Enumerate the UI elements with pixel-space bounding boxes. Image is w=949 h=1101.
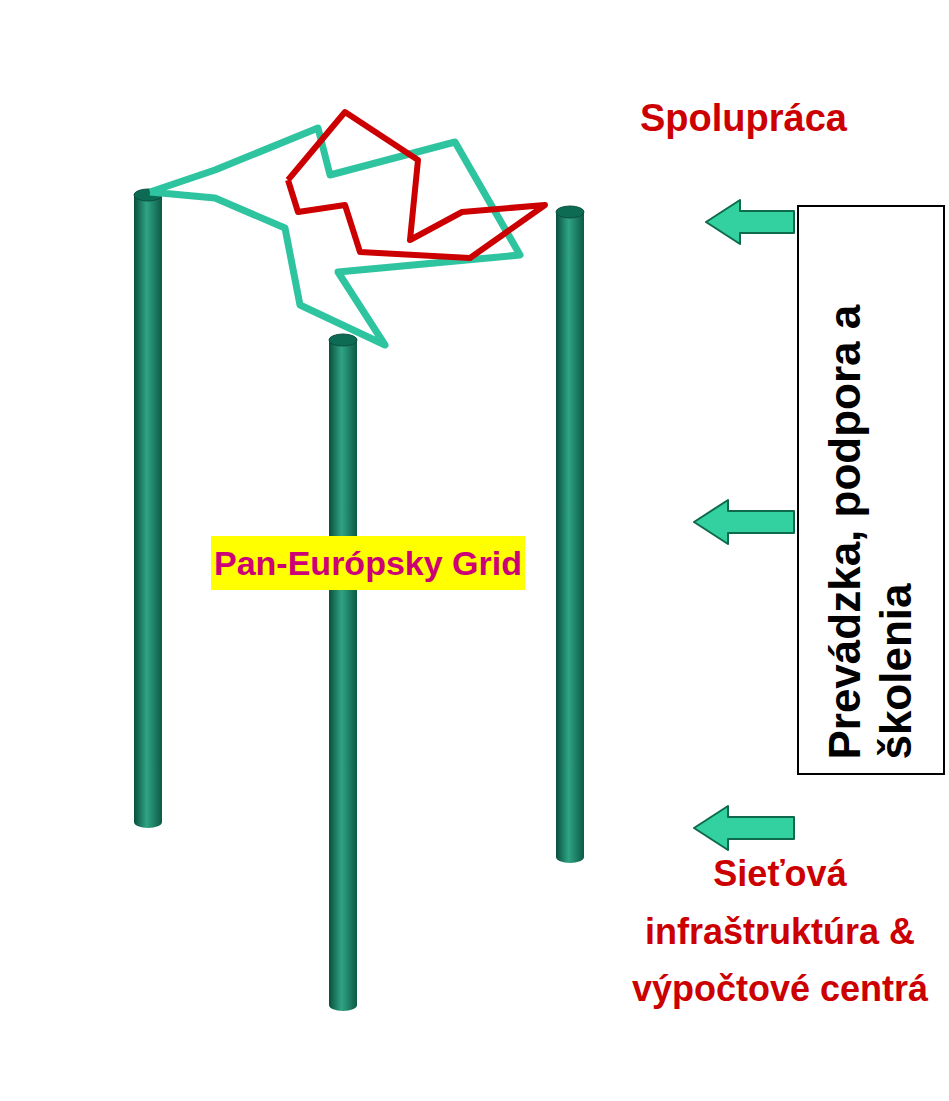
grid-line (263, 740, 586, 897)
grid-line (210, 83, 545, 293)
grid-line (153, 108, 486, 326)
grid-line (153, 677, 480, 929)
layer-label: Spolupráca (640, 88, 847, 149)
layer-label: Sieťová infraštruktúra & výpočtové centr… (630, 845, 930, 1018)
pillar-base (556, 851, 584, 863)
grid-line (40, 5, 380, 160)
block-arrow (706, 200, 794, 244)
pillar-base (134, 816, 162, 828)
plane-shape (20, 335, 690, 714)
grid-line (323, 589, 637, 855)
grid-line (40, 560, 380, 735)
map-sea (430, 100, 490, 175)
map-sea (560, 712, 610, 752)
layer-label: Pan-Európsky Grid (211, 536, 525, 590)
map-sea (430, 672, 490, 747)
map-land (128, 33, 725, 355)
grid-line (370, 190, 720, 395)
grid-line (40, 735, 375, 978)
grid-line (150, 67, 493, 239)
grid-line (210, 648, 533, 905)
map-land (198, 95, 252, 142)
map-land (198, 667, 252, 714)
plane-shape (40, 560, 690, 978)
pillar-group (134, 189, 584, 1011)
pillar-cap (556, 206, 584, 218)
grid-line (152, 650, 484, 816)
network-route (150, 128, 520, 345)
block-arrow (694, 806, 794, 850)
block-arrow (694, 500, 794, 544)
grid-line (40, 160, 370, 395)
grid-line (205, 98, 550, 278)
grid-line (319, 785, 638, 938)
pillar-cap (134, 189, 162, 201)
grid-line (97, 134, 429, 361)
grid-line (267, 618, 585, 879)
pillar (329, 340, 357, 1005)
map-plane: Pan-Európsky Grid (20, 335, 690, 714)
pillar (134, 195, 162, 822)
map-plane: Sieťová infraštruktúra & výpočtové centr… (40, 560, 690, 978)
map-plane: Spolupráca (40, 5, 720, 395)
plane-shape (40, 5, 720, 395)
grid-line (375, 830, 690, 978)
grid-line (260, 128, 607, 316)
map-sea (560, 140, 610, 180)
network-route (288, 112, 545, 258)
grid-line (380, 560, 690, 830)
grid-line (95, 36, 437, 199)
grid-line (97, 706, 428, 954)
pillar (556, 212, 584, 857)
grid-line (208, 695, 536, 857)
grid-line (267, 57, 604, 259)
grid-line (96, 605, 432, 776)
pillar-cap (329, 334, 357, 346)
plane-surface (20, 335, 690, 714)
plane-surface (40, 5, 720, 395)
grid-line (315, 159, 663, 356)
pillar-base (329, 999, 357, 1011)
plane-surface (40, 560, 690, 978)
side-box: Prevádzka, podpora a školenia (797, 205, 945, 775)
map-land (128, 605, 725, 927)
grid-line (323, 31, 661, 224)
box-label: Prevádzka, podpora a školenia (820, 220, 921, 760)
